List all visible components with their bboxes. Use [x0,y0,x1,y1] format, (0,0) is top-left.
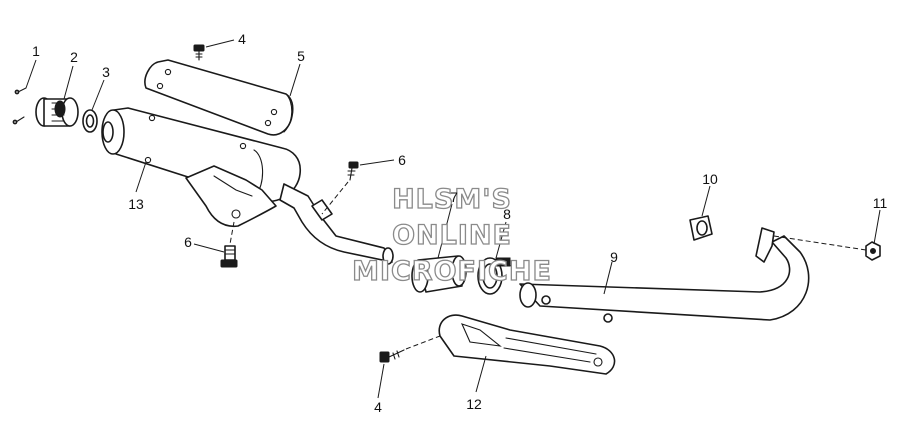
part-2-end-cap [35,97,79,127]
part-9-head-pipe [519,227,867,323]
callout-5: 5 [297,48,305,64]
callout-4-top: 4 [238,31,246,47]
leader-lines [25,39,881,399]
callout-8: 8 [503,206,511,222]
callout-13: 13 [128,196,144,212]
watermark-line-3: MICROFICHE [352,256,552,287]
callout-12: 12 [466,396,482,412]
part-4-bolt-bottom [379,335,441,363]
callout-11: 11 [873,195,888,211]
part-5-heat-shield [144,59,294,136]
part-4-bolt-top [193,44,205,61]
part-6-bolt-lower [220,221,238,268]
callout-4-bottom: 4 [374,399,382,415]
callout-3: 3 [102,64,110,80]
callout-10: 10 [702,171,718,187]
callout-1: 1 [32,43,40,59]
callout-9: 9 [610,249,618,265]
watermark: HLSM'S ONLINE MICROFICHE [351,183,552,287]
watermark-line-1: HLSM'S [392,184,512,215]
part-13-muffler [101,107,394,265]
part-1-pins [12,87,27,125]
part-7-sleeve [411,255,467,293]
part-12-heat-guard [438,314,616,375]
part-6-bolt-upper [321,161,359,215]
part-10-washer [689,215,713,241]
callout-2: 2 [70,49,78,65]
callout-6-upper: 6 [398,152,406,168]
part-8-clamp [477,257,513,295]
callout-6-lower: 6 [184,234,192,250]
part-3-gasket [82,109,98,133]
callout-7: 7 [450,189,458,205]
callouts: 1 2 3 4 5 6 13 6 7 8 10 11 9 4 12 [32,31,887,415]
part-11-nut [865,241,881,261]
watermark-line-2: ONLINE [392,220,512,251]
